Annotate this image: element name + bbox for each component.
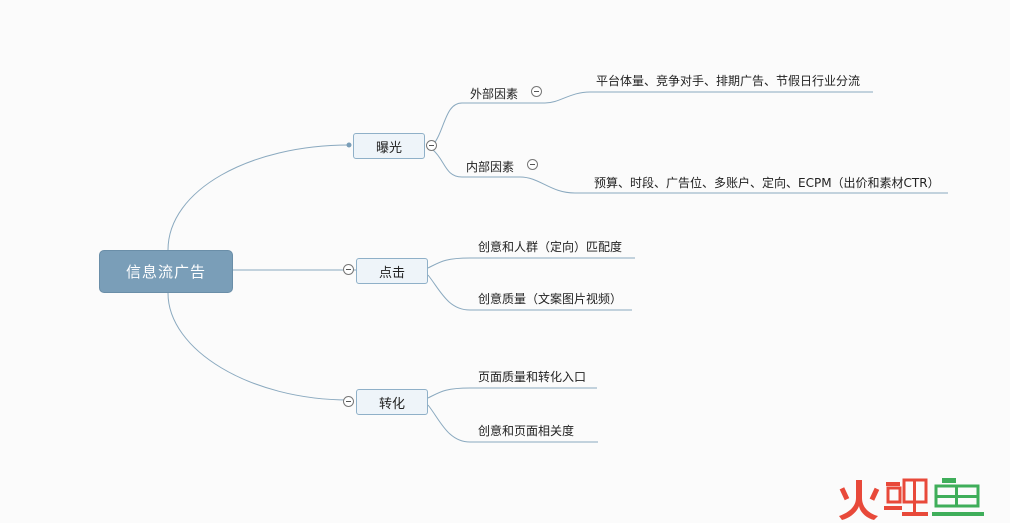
connector-root-conversion: [167, 292, 350, 401]
connector-click-2: [427, 274, 632, 311]
connector-exposure-external: [432, 91, 873, 146]
topic-conversion-page[interactable]: 页面质量和转化入口: [478, 370, 587, 384]
topic-external-detail[interactable]: 平台体量、竞争对手、排期广告、节假日行业分流: [596, 74, 861, 88]
topic-internal-detail[interactable]: 预算、时段、广告位、多账户、定向、ECPM（出价和素材CTR）: [594, 176, 940, 190]
branch-click[interactable]: 点击: [356, 258, 428, 284]
branch-conversion[interactable]: 转化: [356, 389, 428, 415]
collapse-exposure-icon[interactable]: [426, 140, 437, 151]
collapse-external-icon[interactable]: [531, 86, 542, 97]
connector-root-exposure: [167, 144, 350, 251]
collapse-internal-icon[interactable]: [527, 159, 538, 170]
branch-exposure[interactable]: 曝光: [353, 133, 425, 159]
connector-conversion-1: [427, 387, 597, 399]
root-topic[interactable]: 信息流广告: [99, 250, 233, 293]
connector-click-1: [427, 257, 635, 269]
connector-exposure-internal: [432, 149, 948, 194]
huo-li-yu-logo-icon: [839, 478, 984, 520]
connector-conversion-2: [427, 404, 598, 443]
collapse-conversion-icon[interactable]: [343, 396, 354, 407]
topic-conversion-relevance[interactable]: 创意和页面相关度: [478, 424, 575, 438]
exposure-connector-dot: [346, 142, 352, 148]
collapse-click-icon[interactable]: [343, 264, 354, 275]
topic-internal-factors[interactable]: 内部因素: [466, 160, 515, 174]
topic-external-factors[interactable]: 外部因素: [470, 87, 519, 101]
topic-click-quality[interactable]: 创意质量（文案图片视频）: [478, 292, 623, 306]
topic-click-match[interactable]: 创意和人群（定向）匹配度: [478, 240, 623, 254]
